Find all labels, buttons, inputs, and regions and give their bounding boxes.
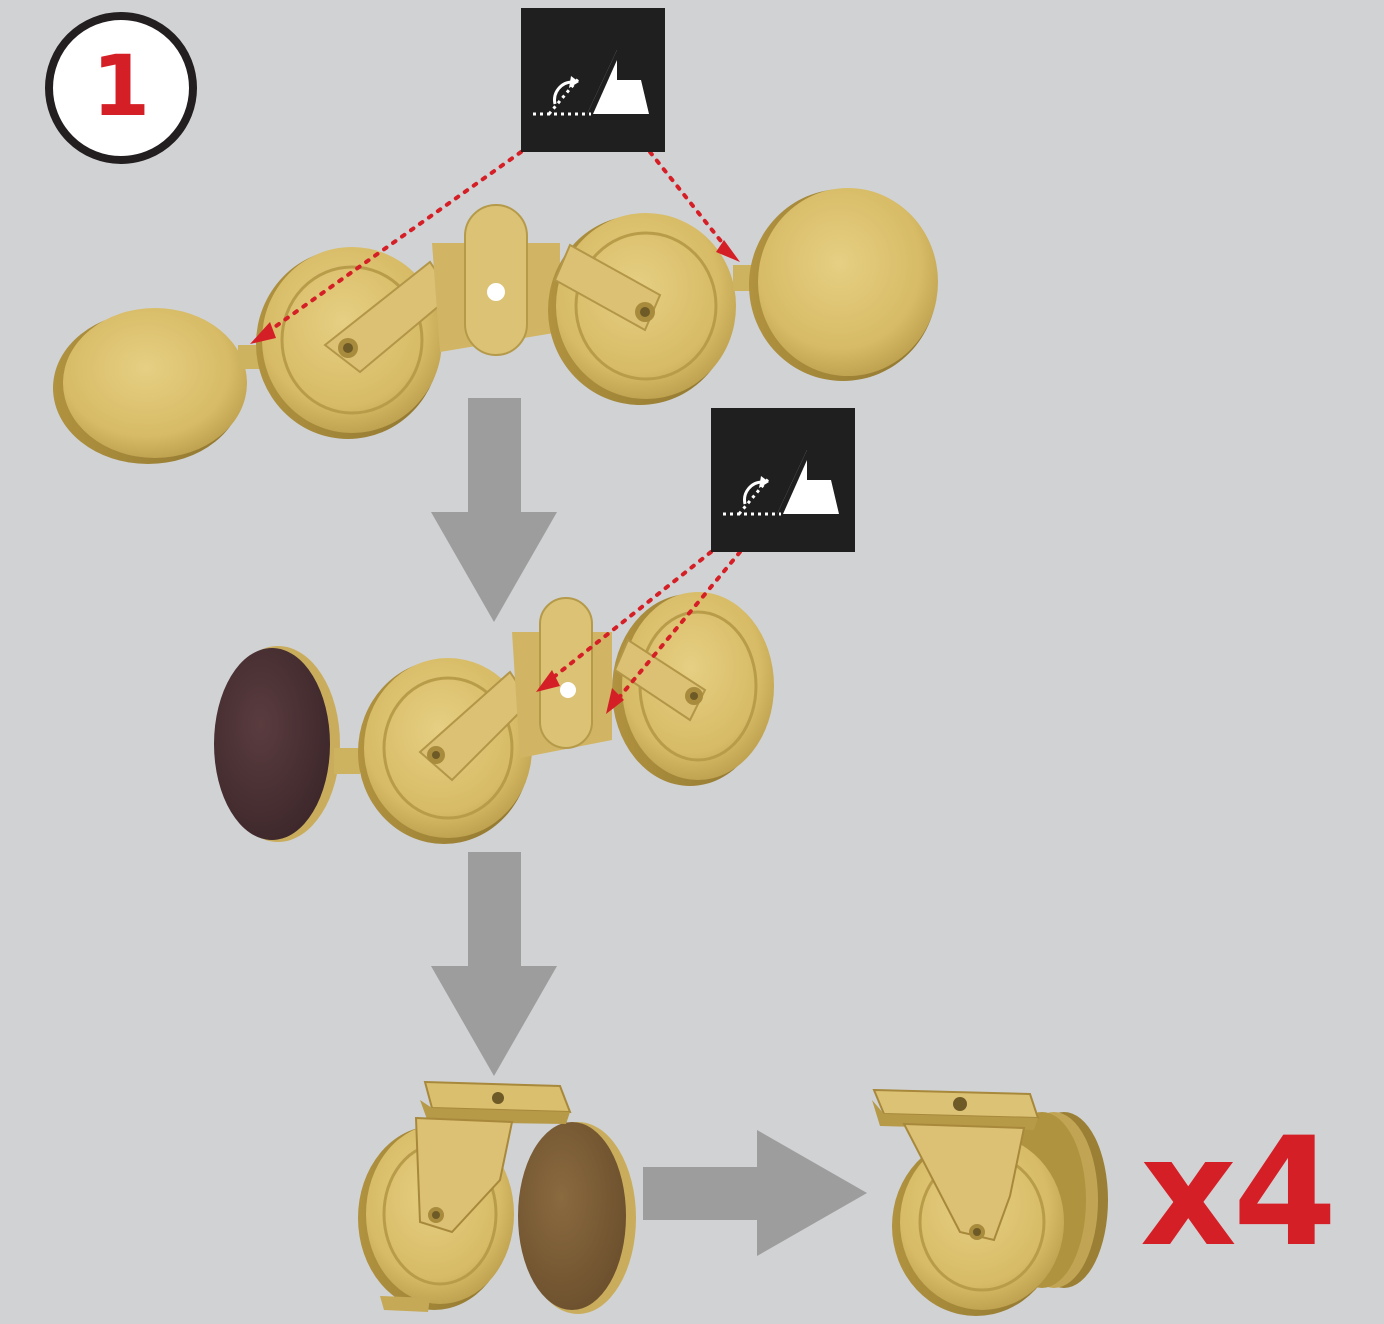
assembled-wheel-partial	[358, 1080, 636, 1314]
step-number-badge: 1	[45, 12, 197, 164]
fold-arrowheads-2	[536, 670, 624, 714]
flow-arrow-down-1	[431, 398, 557, 622]
fold-arrowheads-1	[250, 240, 740, 344]
quantity-label: x4	[1140, 1106, 1337, 1280]
flow-arrow-right	[643, 1130, 867, 1256]
fold-leader-lines-1	[260, 150, 730, 338]
fold-leader-lines-2	[548, 550, 742, 702]
flat-part	[53, 188, 938, 464]
flow-arrow-down-2	[431, 852, 557, 1076]
step-number: 1	[91, 37, 151, 135]
fold-along-line-icon	[521, 8, 665, 152]
fold-along-line-icon	[711, 408, 855, 552]
finished-caster	[872, 1088, 1108, 1316]
folded-part	[214, 592, 774, 844]
